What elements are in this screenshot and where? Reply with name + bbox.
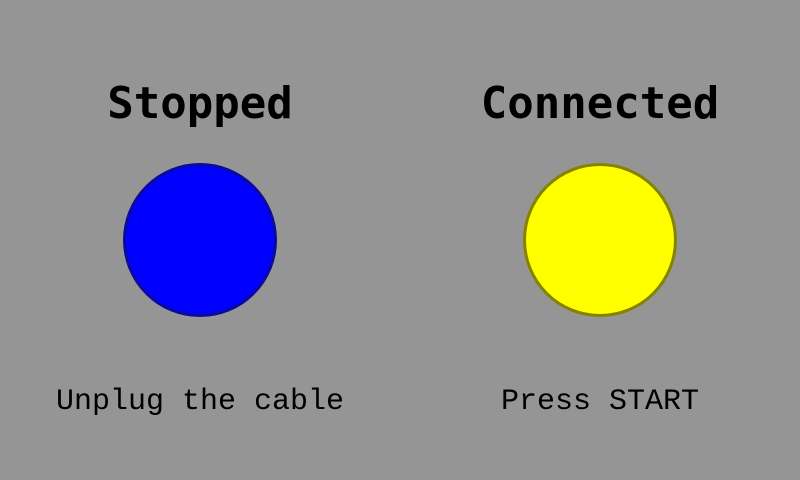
right-instruction-text: Press START [500,385,700,419]
left-instruction-text: Unplug the cable [55,385,345,419]
right-status-title: Connected [480,78,720,129]
right-status-panel: Connected Press START [400,0,800,480]
left-status-title: Stopped [107,78,293,129]
left-status-indicator-light [123,163,277,317]
right-status-indicator-light [523,163,677,317]
left-status-panel: Stopped Unplug the cable [55,78,345,419]
